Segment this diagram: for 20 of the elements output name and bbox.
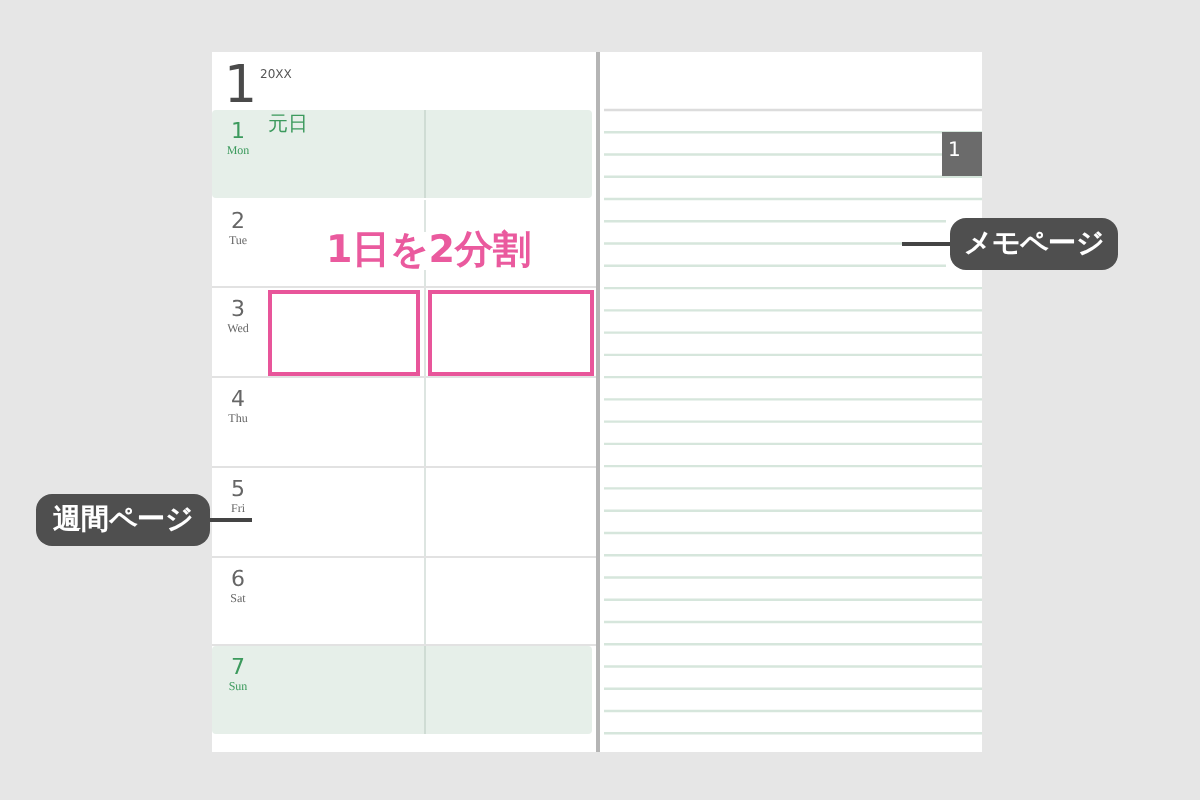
month-number: 1 bbox=[224, 60, 258, 112]
day-number: 1 bbox=[231, 120, 245, 142]
leader-line bbox=[210, 518, 252, 522]
highlight-frame bbox=[428, 290, 594, 376]
callout-label: 週間ページ bbox=[36, 494, 210, 546]
day-number: 6 bbox=[231, 568, 245, 590]
callout-label: メモページ bbox=[950, 218, 1118, 270]
month-tab: 1 bbox=[942, 132, 982, 176]
day-number: 3 bbox=[231, 298, 245, 320]
day-number: 5 bbox=[231, 478, 245, 500]
day-row bbox=[212, 288, 596, 378]
weekly-page bbox=[212, 52, 596, 752]
highlight-frame bbox=[268, 290, 420, 376]
day-row bbox=[212, 646, 592, 734]
day-row bbox=[212, 110, 592, 198]
leader-line bbox=[902, 242, 950, 246]
holiday-label: 元日 bbox=[268, 116, 308, 136]
day-number: 2 bbox=[231, 210, 245, 232]
day-number: 4 bbox=[231, 388, 245, 410]
day-number: 7 bbox=[231, 656, 245, 678]
